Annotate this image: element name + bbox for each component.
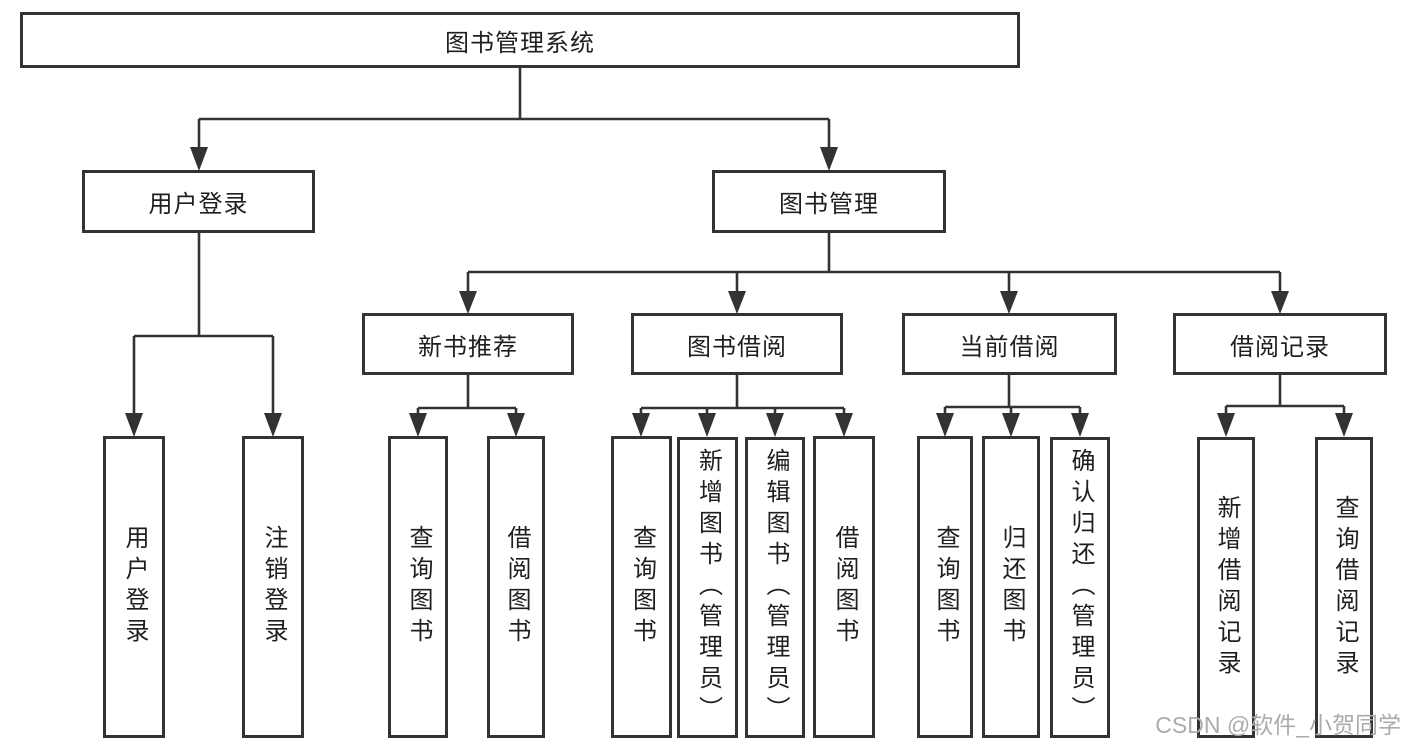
node-borrow-record-label: 借阅记录 <box>1230 333 1330 361</box>
leaf-cb-confirm-return-admin: 确认归还（管理员） <box>1050 437 1110 738</box>
node-user-login: 用户登录 <box>82 170 315 233</box>
leaf-bb-query-books: 查询图书 <box>611 436 672 738</box>
node-root-label: 图书管理系统 <box>445 29 595 57</box>
node-current-borrow: 当前借阅 <box>902 313 1117 375</box>
leaf-bb-edit-books-admin-label: 编辑图书（管理员） <box>762 448 789 727</box>
leaf-user-login-label: 用户登录 <box>121 525 148 649</box>
csdn-watermark: CSDN @软件_小贺同学 <box>1155 712 1401 738</box>
node-book-borrow: 图书借阅 <box>631 313 843 375</box>
node-current-borrow-label: 当前借阅 <box>959 333 1060 361</box>
leaf-br-add-record: 新增借阅记录 <box>1197 437 1255 738</box>
node-book-mgmt-label: 图书管理 <box>779 191 879 218</box>
node-book-mgmt: 图书管理 <box>712 170 946 233</box>
leaf-rec-query-books-label: 查询图书 <box>405 525 432 649</box>
leaf-bb-edit-books-admin: 编辑图书（管理员） <box>745 437 805 738</box>
leaf-cb-return-books: 归还图书 <box>982 436 1040 738</box>
leaf-bb-query-books-label: 查询图书 <box>628 525 656 649</box>
connector-book-borrow-branch <box>632 375 853 437</box>
leaf-rec-query-books: 查询图书 <box>388 436 448 738</box>
node-new-book-rec: 新书推荐 <box>362 313 574 375</box>
leaf-cb-query-books: 查询图书 <box>917 436 973 738</box>
leaf-cb-confirm-return-admin-label: 确认归还（管理员） <box>1067 448 1094 727</box>
connector-book-mgmt-branch <box>459 233 1289 314</box>
leaf-bb-borrow-books-label: 借阅图书 <box>831 525 858 649</box>
leaf-user-login: 用户登录 <box>103 436 165 738</box>
connector-user-login-branch <box>125 233 282 437</box>
leaf-br-add-record-label: 新增借阅记录 <box>1213 494 1240 681</box>
connector-current-borrow-branch <box>936 375 1089 437</box>
leaf-br-query-record: 查询借阅记录 <box>1315 437 1373 738</box>
connector-borrow-record-branch <box>1217 375 1353 437</box>
node-borrow-record: 借阅记录 <box>1173 313 1387 375</box>
leaf-br-query-record-label: 查询借阅记录 <box>1331 494 1358 681</box>
node-book-borrow-label: 图书借阅 <box>687 333 787 361</box>
leaf-logout: 注销登录 <box>242 436 304 738</box>
leaf-logout-label: 注销登录 <box>260 525 287 649</box>
leaf-rec-borrow-books: 借阅图书 <box>487 436 545 738</box>
connector-root-to-level2 <box>190 68 838 171</box>
node-user-login-label: 用户登录 <box>148 191 249 218</box>
leaf-cb-return-books-label: 归还图书 <box>998 525 1025 649</box>
leaf-cb-query-books-label: 查询图书 <box>932 525 959 649</box>
leaf-bb-borrow-books: 借阅图书 <box>813 436 875 738</box>
connector-new-book-rec-branch <box>409 375 525 437</box>
leaf-rec-borrow-books-label: 借阅图书 <box>503 525 530 649</box>
node-new-book-rec-label: 新书推荐 <box>418 333 518 361</box>
leaf-bb-add-books-admin: 新增图书（管理员） <box>677 437 738 738</box>
node-root: 图书管理系统 <box>20 12 1020 68</box>
leaf-bb-add-books-admin-label: 新增图书（管理员） <box>694 448 722 727</box>
